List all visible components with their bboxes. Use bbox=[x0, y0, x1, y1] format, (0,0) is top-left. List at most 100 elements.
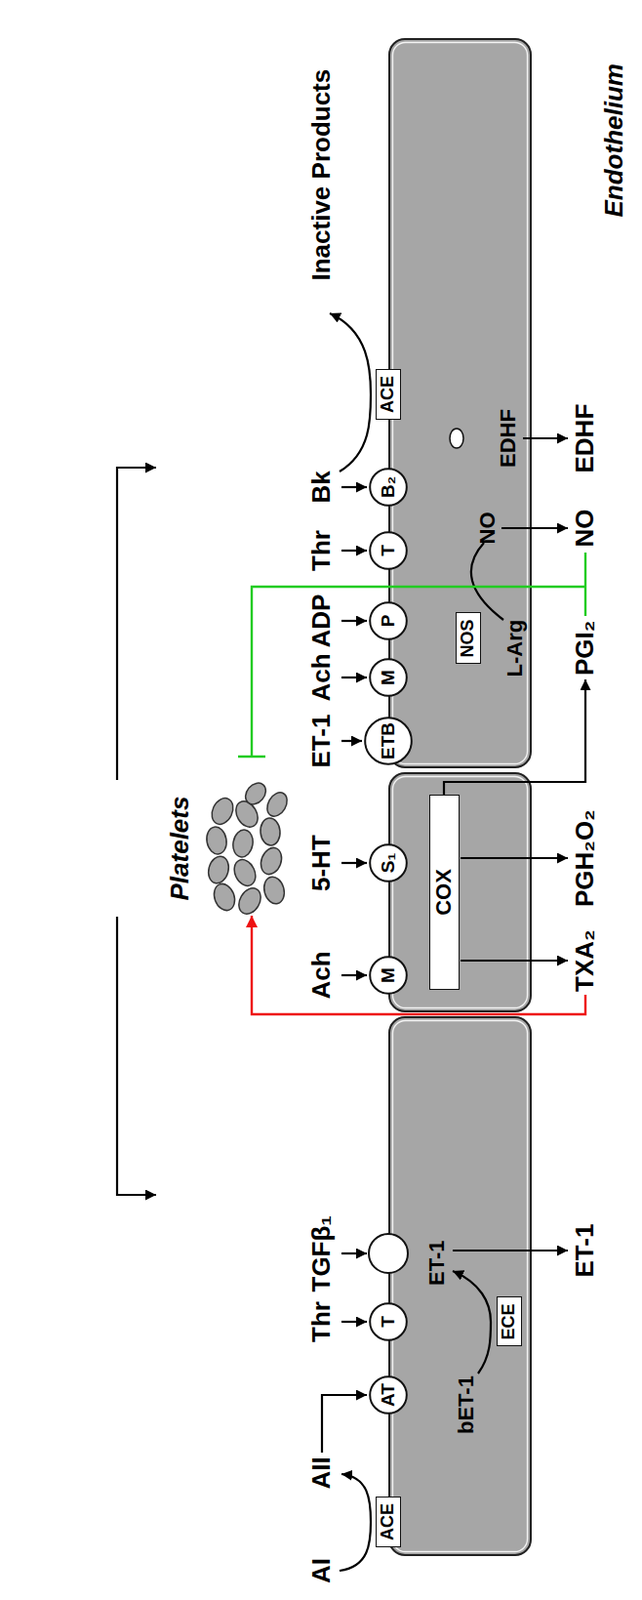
label-text: AI bbox=[306, 1557, 336, 1583]
label-holder: ET-1 bbox=[570, 1223, 601, 1278]
ligand-arrow bbox=[341, 485, 367, 488]
label-text: Platelets bbox=[164, 796, 195, 901]
ligand-arrow bbox=[341, 739, 362, 742]
label-text: PGI₂ bbox=[569, 620, 600, 676]
channel-oval bbox=[449, 428, 464, 448]
text-holder: ECE bbox=[499, 1303, 520, 1340]
node-text: bET-1 bbox=[453, 1374, 479, 1434]
ligand-arrow bbox=[341, 676, 367, 679]
enzyme-box: ECE bbox=[496, 1296, 522, 1347]
label-holder: TXA₂ bbox=[570, 928, 601, 992]
ligand-arrow bbox=[341, 1320, 367, 1323]
node-text: T bbox=[377, 1315, 399, 1327]
bracket-arrow bbox=[117, 916, 157, 1195]
label-text: Endothelium bbox=[599, 63, 629, 217]
text-holder: EDHF bbox=[496, 408, 521, 468]
label-text: PGH₂O₂ bbox=[569, 808, 600, 907]
node-text: NO bbox=[475, 512, 500, 545]
label-text: TXA₂ bbox=[569, 928, 600, 992]
conversion-arrow bbox=[339, 1473, 371, 1570]
label-text: Ach bbox=[306, 652, 336, 701]
platelet-cluster bbox=[204, 778, 292, 918]
text-holder: T bbox=[378, 1315, 400, 1327]
ligand-arrow bbox=[341, 619, 367, 622]
label-holder: TGFβ₁ bbox=[307, 1214, 337, 1292]
receptor-circle: T bbox=[368, 530, 408, 570]
text-holder: L-Arg bbox=[503, 619, 527, 678]
label-holder: Ach bbox=[307, 950, 337, 999]
receptor-circle: S₁ bbox=[368, 842, 408, 883]
label-text: Bk bbox=[306, 470, 336, 503]
node-text: B₂ bbox=[377, 476, 399, 498]
text-holder: ACE bbox=[378, 375, 399, 413]
text-holder: ETB bbox=[378, 722, 400, 760]
receptor-circle bbox=[368, 1233, 408, 1273]
endothelial-cell: bET-1ET-1ACEATTECE bbox=[388, 1015, 532, 1556]
receptor-circle: P bbox=[368, 601, 408, 641]
node-text: ECE bbox=[498, 1303, 519, 1340]
label-text: ET-1 bbox=[569, 1223, 600, 1278]
release-arrow bbox=[501, 526, 568, 529]
receptor-circle: AT bbox=[368, 1374, 408, 1414]
label-holder: AI bbox=[307, 1557, 337, 1583]
text-holder: ACE bbox=[378, 1502, 399, 1540]
text-holder: NO bbox=[476, 512, 500, 545]
enzyme-box: COX bbox=[429, 794, 460, 990]
ligand-arrow bbox=[341, 549, 367, 552]
receptor-circle: B₂ bbox=[368, 467, 408, 507]
text-holder: M bbox=[378, 966, 400, 983]
text-holder: B₂ bbox=[378, 476, 400, 498]
receptor-circle: T bbox=[368, 1301, 408, 1341]
label-holder: Platelets bbox=[165, 796, 196, 901]
receptor-circle: M bbox=[368, 955, 408, 995]
label-text: Ach bbox=[306, 950, 336, 999]
label-holder: Thr bbox=[307, 1300, 337, 1342]
node-text: AT bbox=[377, 1382, 399, 1406]
label-text: Thr bbox=[306, 529, 336, 571]
node-text: M bbox=[377, 669, 399, 685]
text-holder: COX bbox=[432, 868, 456, 916]
release-arrow bbox=[460, 856, 568, 859]
release-arrow bbox=[522, 437, 568, 440]
text-holder: S₁ bbox=[378, 852, 400, 874]
release-arrow bbox=[452, 1248, 568, 1251]
label-holder: 5-HT bbox=[307, 834, 337, 891]
enzyme-box: ACE bbox=[375, 368, 402, 420]
node-text: M bbox=[377, 966, 399, 983]
node-text: P bbox=[377, 614, 399, 628]
text-holder: ET-1 bbox=[425, 1240, 449, 1285]
cell-outline bbox=[388, 1015, 532, 1556]
label-text: ET-1 bbox=[306, 714, 336, 768]
node-text: ACE bbox=[377, 1502, 398, 1540]
receptor-circle: M bbox=[368, 657, 408, 697]
ligand-arrow bbox=[341, 973, 367, 976]
label-text: EDHF bbox=[569, 403, 600, 474]
receptor-circle: ETB bbox=[363, 716, 413, 765]
ligand-arrow bbox=[341, 1251, 367, 1254]
node-text: ACE bbox=[377, 375, 398, 413]
enzyme-box: NOS bbox=[455, 612, 482, 665]
text-holder: NOS bbox=[458, 619, 479, 658]
ligand-arrow bbox=[341, 861, 367, 864]
node-text: NOS bbox=[457, 619, 478, 658]
label-text: Inactive Products bbox=[306, 69, 336, 281]
endothelial-cell: MS₁COX bbox=[388, 771, 532, 1012]
node-text: S₁ bbox=[377, 852, 399, 874]
label-holder: ET-1 bbox=[307, 714, 337, 768]
text-holder: M bbox=[378, 669, 400, 685]
label-text: TGFβ₁ bbox=[306, 1214, 336, 1292]
label-text: AII bbox=[306, 1455, 336, 1488]
label-holder: NO bbox=[570, 509, 601, 548]
label-holder: Endothelium bbox=[600, 63, 630, 217]
node-text: ET-1 bbox=[424, 1240, 449, 1285]
enzyme-box: ACE bbox=[375, 1495, 402, 1547]
label-holder: AII bbox=[307, 1455, 337, 1488]
label-text: NO bbox=[569, 509, 600, 548]
label-holder: Inactive Products bbox=[307, 69, 337, 281]
bracket-arrow bbox=[117, 467, 157, 780]
label-holder: PGI₂ bbox=[570, 620, 601, 676]
node-text: L-Arg bbox=[502, 619, 527, 678]
text-holder: P bbox=[378, 614, 400, 628]
cell-outline bbox=[388, 771, 532, 1012]
label-holder: Thr bbox=[307, 529, 337, 571]
